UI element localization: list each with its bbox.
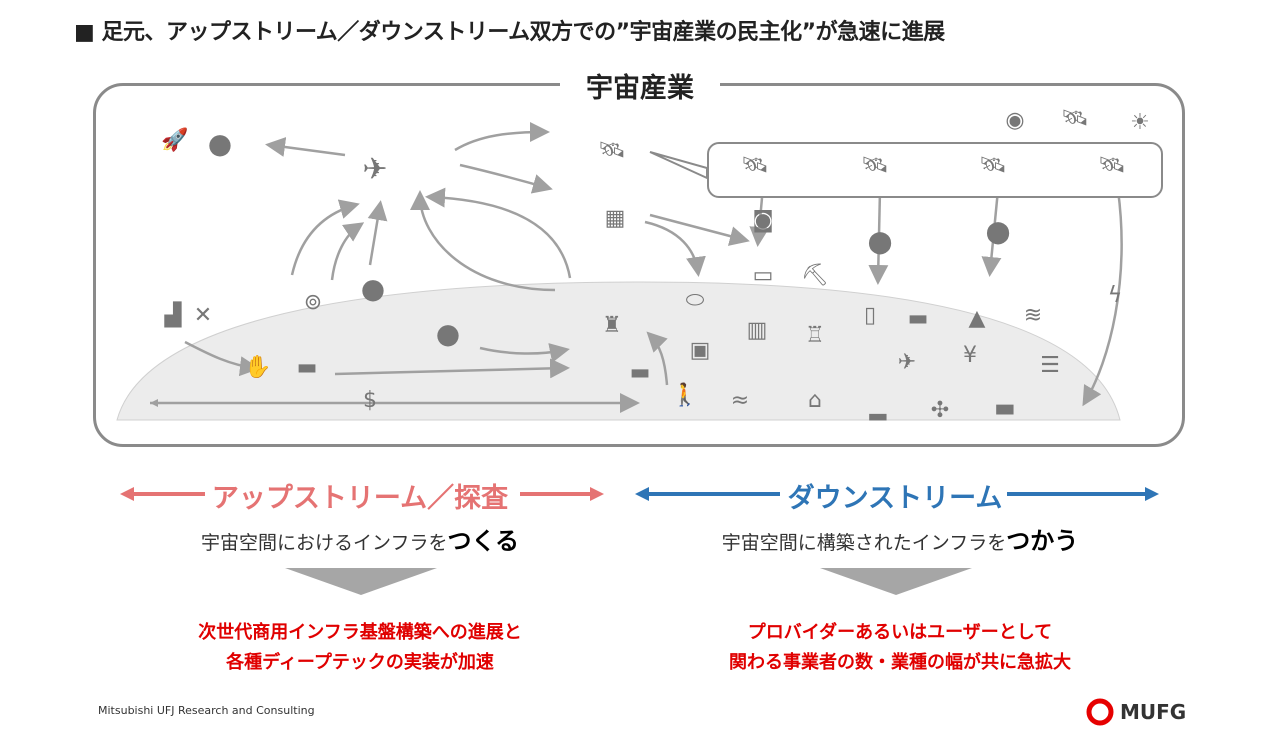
- flow-arrow: [479, 343, 570, 363]
- satellite-icon: 🛰: [979, 153, 1007, 178]
- earth-dome: [116, 281, 1121, 421]
- drone-icon: ✣: [930, 398, 950, 423]
- truck-icon: ▬: [296, 355, 318, 380]
- mountain-icon: ▲: [968, 306, 986, 331]
- server-icon: ☰: [1040, 353, 1060, 378]
- flow-arrow: [459, 163, 553, 194]
- satellite-callout-box: [707, 142, 1163, 198]
- space-industry-label: 宇宙産業: [560, 66, 720, 105]
- walking-person-icon: 🚶: [671, 383, 699, 408]
- footer-company: Mitsubishi UFJ Research and Consulting: [98, 704, 315, 717]
- upstream-result-line2: 各種ディープテックの実装が加速: [226, 652, 494, 673]
- downstream-result-line1: プロバイダーあるいはユーザーとして: [747, 622, 1053, 643]
- flow-arrow: [454, 122, 550, 152]
- telescope-icon: ◉: [1005, 108, 1025, 133]
- flow-arrow: [981, 189, 1002, 277]
- flow-arrow: [425, 187, 572, 279]
- upstream-description: 宇宙空間におけるインフラをつくる: [160, 521, 560, 556]
- flow-arrow: [330, 222, 365, 281]
- upstream-title: アップストリーム／探査: [211, 483, 509, 514]
- lightning-icon: ϟ: [1107, 283, 1123, 308]
- flow-arrow: [290, 199, 360, 276]
- chip-icon: ▣: [689, 338, 711, 363]
- downstream-result: プロバイダーあるいはユーザーとして関わる事業者の数・業種の幅が共に急拡大: [680, 618, 1120, 678]
- planet-icon: ●: [207, 127, 233, 160]
- diagram-graphics: [116, 122, 1123, 421]
- upstream-arrow: [120, 487, 604, 501]
- flow-arrow: [749, 197, 770, 247]
- astronaut-icon: ●: [360, 272, 386, 305]
- flow-arrow: [868, 189, 889, 285]
- downstream-desc-text: 宇宙空間に構築されたインフラを: [721, 532, 1007, 554]
- mufg-logo-mark: [1086, 698, 1114, 726]
- flow-arrow: [265, 137, 346, 157]
- downstream-title: ダウンストリーム: [787, 483, 1003, 514]
- satellite-icon: 🛰: [741, 153, 769, 178]
- flow-arrow: [649, 213, 750, 246]
- downstream-description: 宇宙空間に構築されたインフラをつかう: [690, 521, 1110, 556]
- pill-icon: ⬭: [685, 288, 705, 313]
- rocket-icon: 🚀: [161, 128, 189, 153]
- car-icon: ▬: [907, 306, 929, 331]
- down-triangle: [820, 568, 972, 595]
- flow-arrow: [334, 358, 570, 379]
- launch-pad-icon: ♜: [602, 313, 622, 338]
- upstream-desc-bold: つくる: [447, 527, 519, 555]
- store-icon: ⌂: [808, 388, 822, 413]
- oil-rig-icon: ♖: [805, 323, 825, 348]
- mufg-logo: MUFG: [1086, 698, 1186, 726]
- downstream-result-line2: 関わる事業者の数・業種の幅が共に急拡大: [729, 652, 1071, 673]
- space-station-icon: ▦: [604, 206, 626, 231]
- astronaut-icon: ●: [435, 317, 461, 350]
- handshake-icon: ✋: [244, 355, 272, 380]
- antenna-icon: ⊚: [303, 290, 323, 315]
- excavator-icon: ⛏: [801, 263, 829, 288]
- ship-icon: ▂: [869, 396, 887, 421]
- wifi-icon: ⬤: [985, 220, 1011, 245]
- upstream-result: 次世代商用インフラ基盤構築への進展と各種ディープテックの実装が加速: [160, 618, 560, 678]
- satellite-icon: 🛰: [1098, 153, 1126, 178]
- mufg-logo-text: MUFG: [1120, 700, 1187, 724]
- space-shuttle-icon: ✈: [362, 152, 388, 187]
- flow-arrow: [644, 220, 706, 277]
- satellite-icon: 🛰: [861, 153, 889, 178]
- car-icon: ▬: [629, 360, 651, 385]
- upstream-desc-text: 宇宙空間におけるインフラを: [201, 532, 448, 554]
- factory-icon: ▟: [164, 303, 182, 328]
- fishery-icon: ≋: [1023, 303, 1043, 328]
- money-bag-icon: ¥: [963, 343, 977, 368]
- money-hand-icon: $: [363, 388, 377, 413]
- downstream-desc-bold: つかう: [1006, 527, 1079, 555]
- flow-arrow: [410, 190, 556, 292]
- flow-arrow: [367, 200, 388, 266]
- sun-icon: ☀: [1130, 110, 1150, 135]
- airplane-icon: ✈: [897, 350, 917, 375]
- satellite-icon: 🛰: [1061, 106, 1089, 131]
- upstream-result-line1: 次世代商用インフラ基盤構築への進展と: [198, 622, 522, 643]
- flow-arrow: [1082, 189, 1123, 407]
- tools-icon: ✕: [193, 303, 213, 328]
- fishery-icon: ≈: [730, 388, 750, 413]
- downstream-arrow: [635, 487, 1159, 501]
- map-pin-icon: ⬤: [867, 230, 893, 255]
- flow-arrow: [184, 340, 260, 377]
- cargo-ship-icon: ▃: [996, 390, 1014, 415]
- satellite-icon: 🛰: [598, 138, 626, 163]
- slide-title: ■ 足元、アップストリーム／ダウンストリーム双方での”宇宙産業の民主化”が急速に…: [74, 20, 945, 45]
- down-triangle: [285, 568, 437, 595]
- smartphone-icon: ▯: [863, 303, 877, 328]
- flow-arrow: [646, 331, 669, 386]
- image-icon: ◙: [752, 208, 774, 233]
- building-icon: ▥: [746, 318, 768, 343]
- tv-icon: ▭: [752, 263, 774, 288]
